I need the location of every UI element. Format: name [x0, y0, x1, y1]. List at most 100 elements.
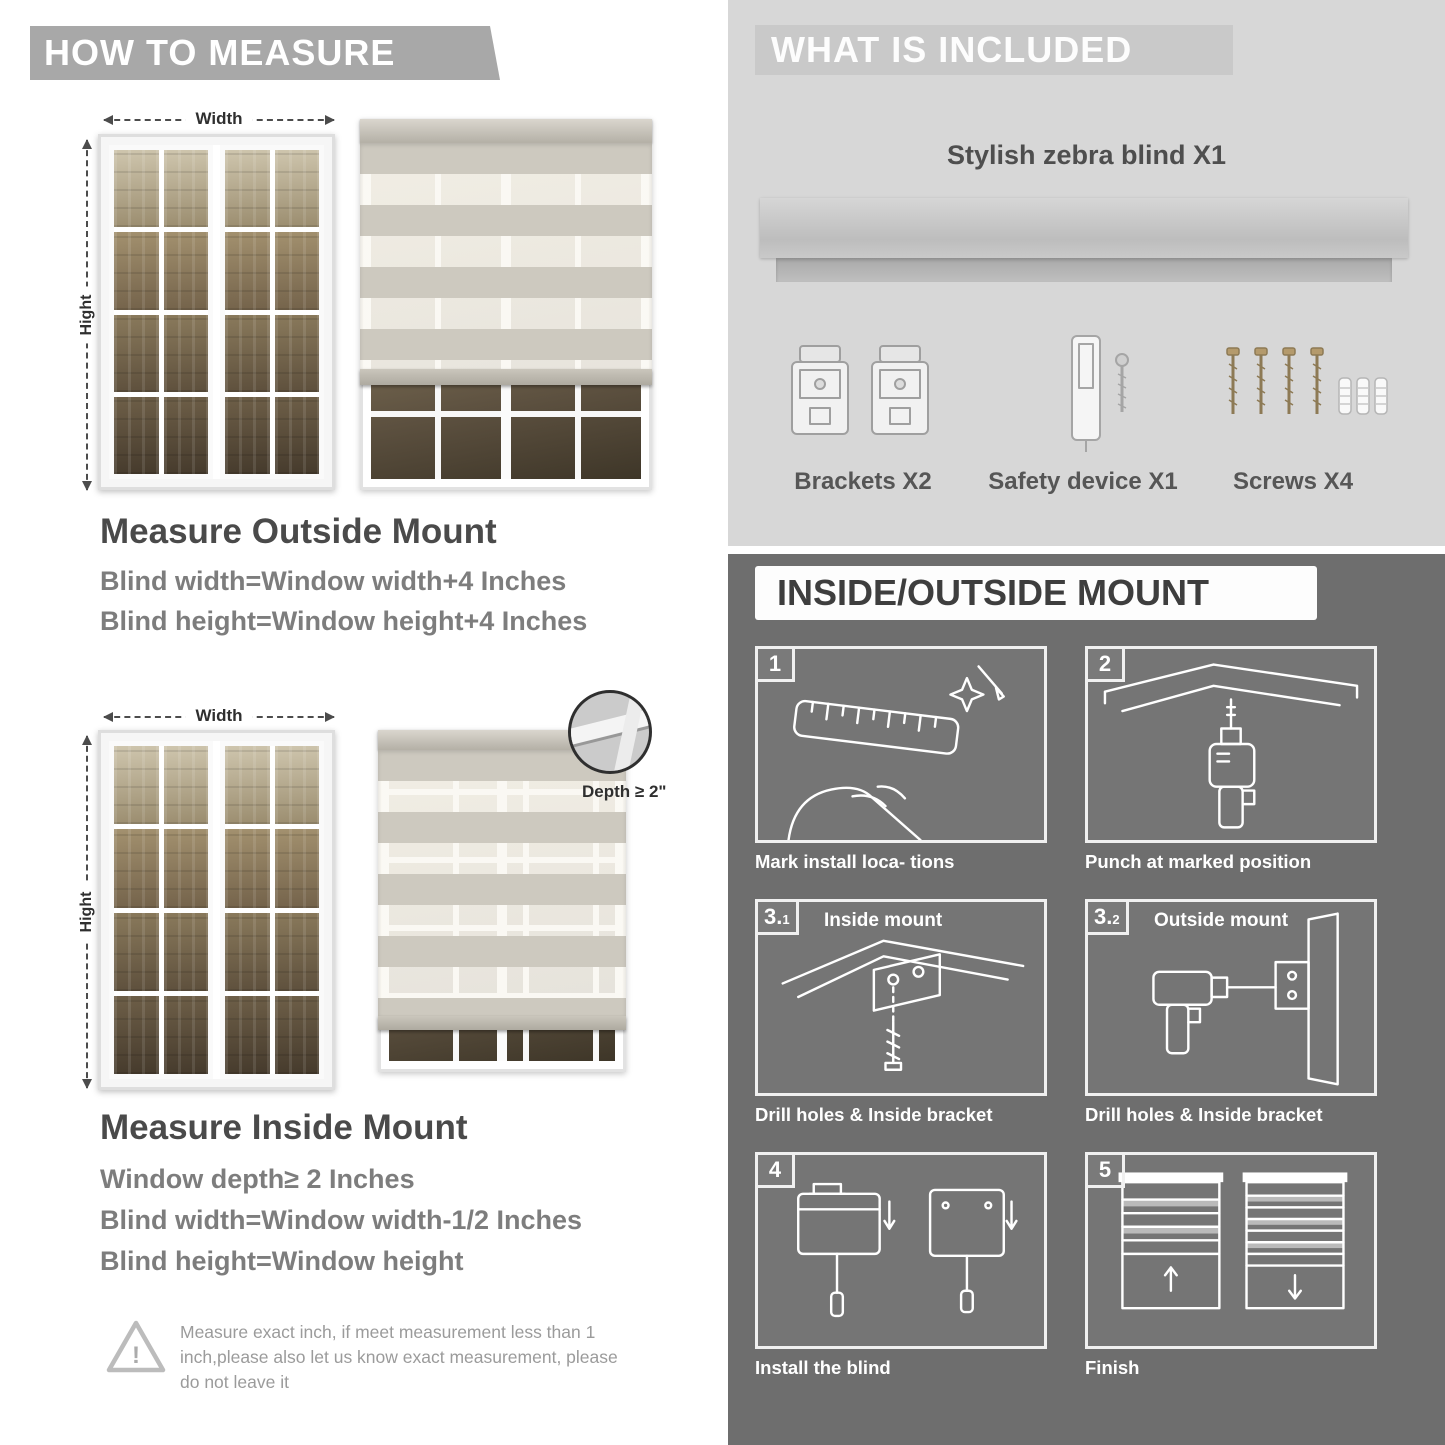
headrail-lip — [776, 258, 1392, 282]
window-pane — [114, 232, 159, 310]
window-pane — [225, 912, 270, 991]
step-caption: Install the blind — [755, 1357, 891, 1378]
window-pane — [163, 912, 208, 991]
window-pane — [163, 746, 208, 825]
blind-stripes — [378, 750, 626, 1016]
window-pane — [114, 912, 159, 991]
step-panel-3-1: 3.1 Inside mount — [755, 899, 1047, 1096]
depth-magnifier-icon — [568, 690, 652, 774]
step-caption: Mark install loca- tions — [755, 851, 955, 872]
inside-outside-mount-banner: INSIDE/OUTSIDE MOUNT — [755, 566, 1317, 620]
step-number: 1 — [755, 646, 795, 682]
inside-bracket-illustration — [781, 939, 1025, 1071]
step-panel-3-2: 3.2 Outside mount — [1085, 899, 1377, 1096]
window-pane — [274, 912, 319, 991]
window-pane — [225, 396, 270, 474]
blind-cassette — [378, 730, 626, 750]
window-pane — [163, 396, 208, 474]
step-caption: Drill holes & Inside bracket — [1085, 1104, 1323, 1125]
warning-triangle-icon — [106, 1320, 166, 1373]
window-pane — [163, 150, 208, 228]
window-sashes — [109, 741, 324, 1079]
step-title: Inside mount — [824, 910, 943, 931]
what-is-included-title: WHAT IS INCLUDED — [771, 29, 1133, 70]
window-pane — [274, 232, 319, 310]
zebra-blind-figure-inside — [378, 730, 626, 1072]
screws-icon — [1226, 347, 1388, 415]
item-label: Brackets X2 — [794, 468, 932, 495]
window-pane — [163, 995, 208, 1074]
window-pane — [225, 232, 270, 310]
width-arrow: Width — [103, 109, 335, 129]
window-pane — [274, 746, 319, 825]
window-pane — [163, 314, 208, 392]
outside-mount-heading: Measure Outside Mount — [100, 512, 497, 551]
step-caption: Drill holes & Inside bracket — [755, 1104, 993, 1125]
window-pane — [114, 995, 159, 1074]
step-title: Outside mount — [1154, 910, 1289, 931]
window-sash — [220, 145, 324, 479]
window-pane — [114, 829, 159, 908]
what-is-included-section: WHAT IS INCLUDED Stylish zebra blind X1 — [728, 0, 1445, 546]
depth-label: Depth ≥ 2" — [582, 782, 667, 801]
window-pane — [225, 829, 270, 908]
step-panel-2: 2 — [1085, 646, 1377, 843]
formula-line: Blind height=Window height — [100, 1246, 464, 1276]
brackets-icon — [791, 345, 929, 435]
step-number: 5 — [1085, 1152, 1125, 1188]
window-pane — [225, 314, 270, 392]
safety-device-icon — [1071, 335, 1129, 452]
blind-cassette — [360, 119, 652, 143]
inside-mount-heading: Measure Inside Mount — [100, 1108, 468, 1147]
how-to-measure-banner: HOW TO MEASURE — [30, 26, 500, 80]
window-photo-inside — [98, 730, 335, 1090]
window-sash — [220, 741, 324, 1079]
window-pane — [274, 314, 319, 392]
window-pane — [274, 396, 319, 474]
window-sash — [109, 145, 213, 479]
zebra-shade — [360, 119, 652, 385]
step-number: 3.1 — [755, 899, 799, 935]
formula-line: Blind height=Window height+4 Inches — [100, 606, 588, 636]
step-panel-4: 4 — [755, 1152, 1047, 1349]
step-number: 4 — [755, 1152, 795, 1188]
drill-punch-illustration — [1103, 663, 1359, 829]
height-arrow: Hight — [78, 735, 96, 1089]
what-is-included-banner: WHAT IS INCLUDED — [755, 25, 1233, 75]
window-pane — [114, 314, 159, 392]
step-caption: Punch at marked position — [1085, 851, 1312, 872]
item-label: Screws X4 — [1232, 468, 1354, 495]
formula-line: Blind width=Window width-1/2 Inches — [100, 1205, 583, 1235]
window-pane — [225, 746, 270, 825]
window-photo-outside — [98, 134, 335, 490]
width-label: Width — [185, 109, 253, 129]
measurement-note: Measure exact inch, if meet measurement … — [180, 1322, 618, 1392]
window-pane — [225, 150, 270, 228]
formula-line: Window depth≥ 2 Inches — [100, 1164, 415, 1194]
height-label: Hight — [78, 286, 96, 344]
window-pane — [274, 995, 319, 1074]
formula-line: Blind width=Window width+4 Inches — [100, 566, 567, 596]
headrail-image — [760, 198, 1408, 258]
window-sashes — [109, 145, 324, 479]
finish-illustration — [1118, 1172, 1348, 1310]
window-pane — [274, 829, 319, 908]
window-pane — [114, 746, 159, 825]
mark-location-illustration — [787, 665, 1005, 840]
window-sash — [109, 741, 213, 1079]
product-label: Stylish zebra blind X1 — [946, 140, 1227, 170]
blind-stripes — [360, 143, 652, 369]
step-panel-5: 5 — [1085, 1152, 1377, 1349]
window-pane — [163, 829, 208, 908]
zebra-blind-figure-outside — [360, 119, 652, 490]
blind-bottom-rail — [360, 369, 652, 385]
window-pane — [114, 150, 159, 228]
warning-exclamation: ! — [132, 1342, 140, 1369]
outside-bracket-illustration — [1152, 912, 1339, 1086]
window-pane — [274, 150, 319, 228]
install-blind-illustration — [797, 1182, 1018, 1318]
window-pane — [225, 995, 270, 1074]
width-arrow: Width — [103, 706, 335, 726]
height-label: Hight — [78, 883, 96, 941]
